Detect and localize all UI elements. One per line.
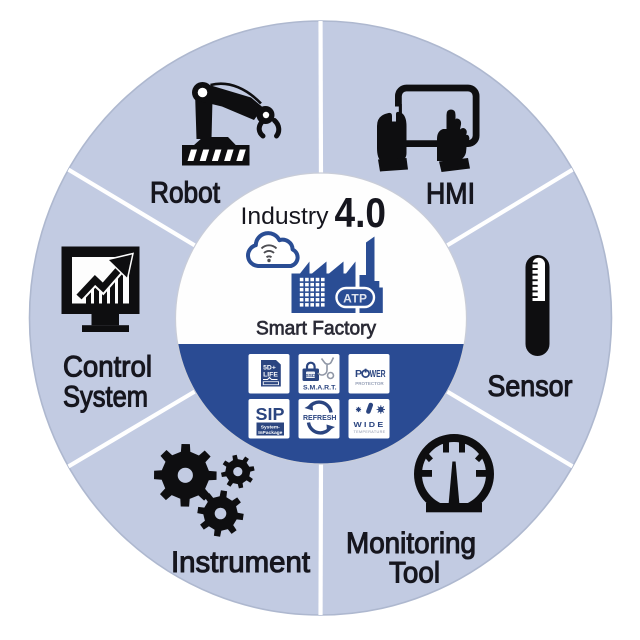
svg-text:InPackage: InPackage bbox=[258, 430, 282, 436]
svg-text:PROTECTOR: PROTECTOR bbox=[355, 381, 384, 386]
svg-text:Sensor: Sensor bbox=[488, 370, 573, 403]
svg-text:System: System bbox=[63, 381, 148, 414]
svg-text:Instrument: Instrument bbox=[171, 546, 311, 579]
svg-text:WIDE: WIDE bbox=[354, 420, 386, 429]
svg-text:WER: WER bbox=[370, 368, 386, 380]
svg-text:Robot: Robot bbox=[150, 177, 221, 210]
svg-text:SIP: SIP bbox=[256, 404, 285, 424]
svg-text:5D+: 5D+ bbox=[263, 365, 276, 372]
svg-text:4.0: 4.0 bbox=[335, 189, 387, 236]
svg-text:ATP: ATP bbox=[343, 291, 367, 305]
svg-text:Smart Factory: Smart Factory bbox=[256, 318, 376, 340]
svg-text:P: P bbox=[355, 368, 362, 380]
svg-text:REFRESH: REFRESH bbox=[303, 415, 337, 422]
svg-text:Monitoring: Monitoring bbox=[346, 527, 476, 560]
svg-text:LIFE: LIFE bbox=[263, 371, 278, 378]
svg-text:Industry: Industry bbox=[241, 203, 329, 230]
svg-text:Tool: Tool bbox=[389, 557, 440, 590]
svg-text:SSD: SSD bbox=[306, 373, 316, 379]
svg-text:Control: Control bbox=[63, 351, 152, 384]
svg-text:HMI: HMI bbox=[426, 178, 475, 211]
svg-text:TEMPERATURE: TEMPERATURE bbox=[354, 430, 386, 434]
svg-text:System-: System- bbox=[261, 425, 280, 431]
svg-text:S.M.A.R.T.: S.M.A.R.T. bbox=[303, 384, 337, 391]
